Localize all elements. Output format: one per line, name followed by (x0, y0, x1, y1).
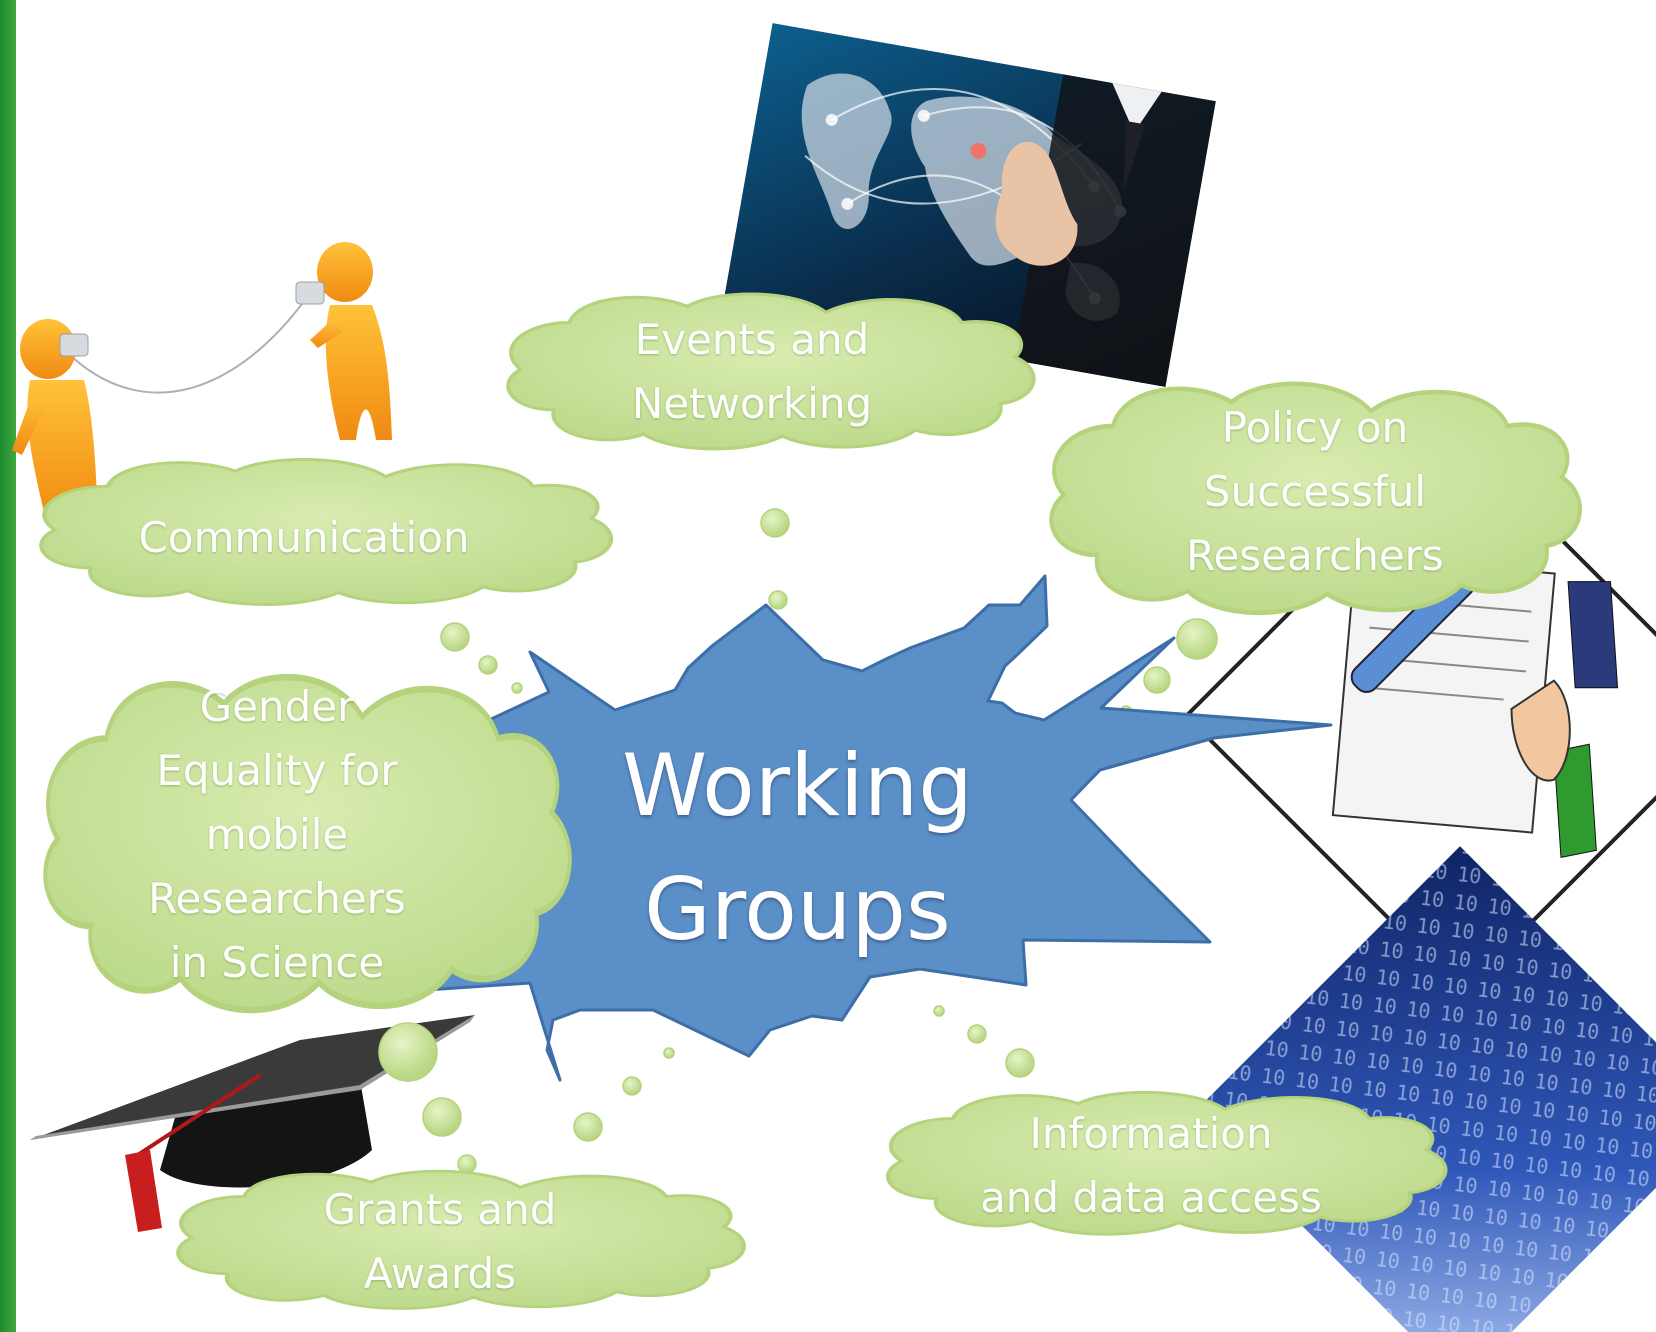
center-title-line-2: Groups (644, 860, 951, 960)
central-star-shape (381, 574, 1333, 1082)
gender-line-4: Researchers (148, 874, 406, 923)
gender-line-3: mobile (205, 810, 349, 859)
grants-line-2: Awards (363, 1249, 517, 1298)
tin-can-phone-figures-icon (12, 242, 392, 520)
events-line-1: Events and (634, 315, 870, 364)
information-line-2: and data access (980, 1173, 1322, 1222)
communication-line-1: Communication (138, 513, 470, 562)
cloud-events-label: Events and Networking (552, 308, 952, 436)
graduation-cap-icon (30, 1015, 475, 1232)
gender-line-1: Gender (199, 682, 355, 731)
grants-line-1: Grants and (323, 1185, 557, 1234)
center-title-line-1: Working (622, 736, 973, 836)
policy-line-2: Successful (1203, 467, 1427, 516)
left-green-band (0, 0, 16, 1332)
center-title: Working Groups (560, 724, 1035, 972)
policy-line-3: Researchers (1186, 531, 1444, 580)
world-network-photo-icon (722, 23, 1216, 387)
cloud-communication-label: Communication (104, 506, 504, 570)
binary-code-photo-icon (1191, 846, 1656, 1332)
cloud-information-label: Information and data access (951, 1102, 1351, 1230)
connector-bubbles (378, 508, 1218, 1174)
gender-line-5: in Science (169, 938, 385, 987)
policy-line-1: Policy on (1221, 403, 1409, 452)
events-line-2: Networking (631, 379, 873, 428)
gender-line-2: Equality for (156, 746, 398, 795)
cloud-gender-label: Gender Equality for mobile Researchers i… (77, 675, 477, 995)
cloud-policy-label: Policy on Successful Researchers (1115, 396, 1515, 588)
information-line-1: Information (1029, 1109, 1273, 1158)
cloud-grants-label: Grants and Awards (240, 1178, 640, 1306)
